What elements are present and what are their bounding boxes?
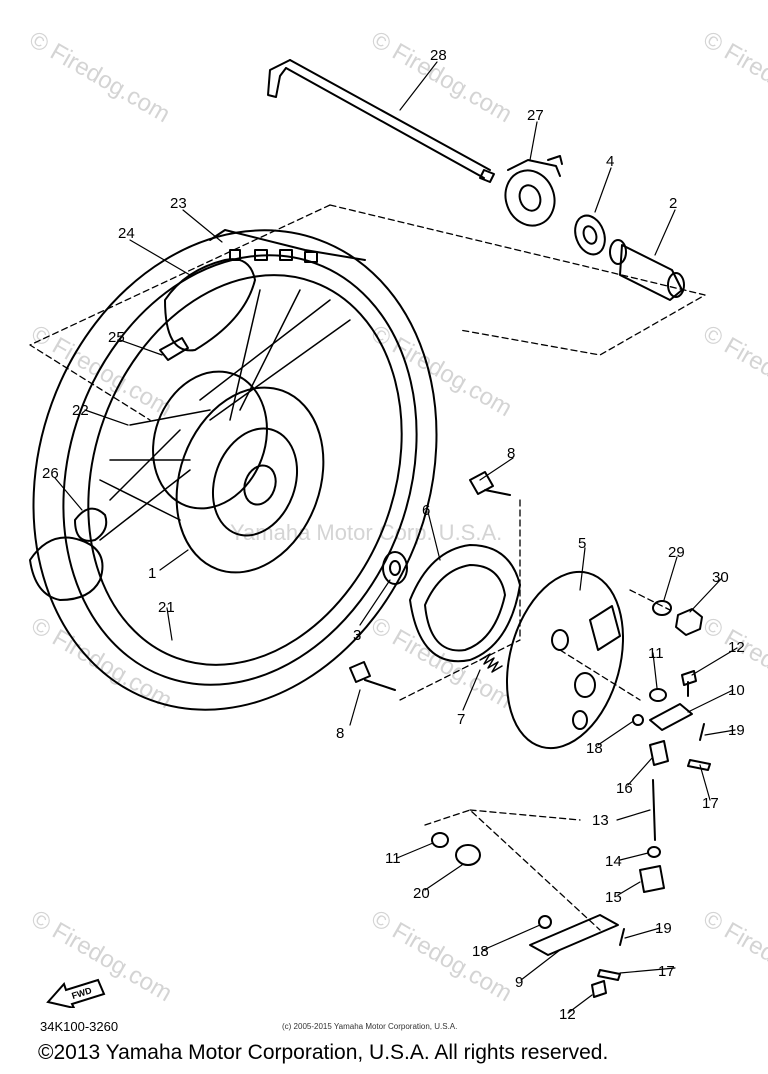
- oring-18-lower: [538, 915, 552, 929]
- callout-26: 26: [42, 465, 59, 482]
- washer-11-lower: [431, 832, 449, 848]
- spring: [479, 653, 503, 673]
- nut-14: [647, 846, 661, 858]
- callout-28: 28: [430, 47, 447, 64]
- washer-29: [652, 600, 672, 616]
- callout-5: 5: [578, 535, 586, 552]
- meter-gear-unit: [504, 155, 563, 227]
- oring-18-upper: [632, 714, 644, 726]
- callout-1: 1: [148, 565, 156, 582]
- callout-7: 7: [457, 711, 465, 728]
- callout-15: 15: [605, 889, 622, 906]
- cam-lever: [649, 703, 693, 731]
- indicator-20: [455, 844, 481, 866]
- watermark-center: Yamaha Motor Corp. U.S.A.: [230, 520, 503, 545]
- callout-22: 22: [72, 402, 89, 419]
- callout-30: 30: [712, 569, 729, 586]
- callout-12-lower: 12: [559, 1006, 576, 1023]
- callout-16: 16: [616, 780, 633, 797]
- callout-14: 14: [605, 853, 622, 870]
- callout-27: 27: [527, 107, 544, 124]
- callout-8-upper: 8: [507, 445, 515, 462]
- callout-29: 29: [668, 544, 685, 561]
- front-axle: [267, 59, 495, 183]
- callout-8-lower: 8: [336, 725, 344, 742]
- forward-arrow-icon: FWD: [46, 978, 106, 1008]
- callout-17-lower: 17: [658, 963, 675, 980]
- pin-19-lower: [619, 928, 625, 946]
- pin-19-upper: [699, 723, 705, 741]
- callout-10: 10: [728, 682, 745, 699]
- callout-19-lower: 19: [655, 920, 672, 937]
- rod-13: [652, 779, 656, 841]
- footer-copyright: ©2013 Yamaha Motor Corporation, U.S.A. A…: [38, 1041, 609, 1064]
- washer-11-upper: [649, 688, 667, 702]
- callout-21: 21: [158, 599, 175, 616]
- callout-9: 9: [515, 974, 523, 991]
- bolt-17-lower: [597, 969, 621, 981]
- callout-6: 6: [422, 502, 430, 519]
- callout-20: 20: [413, 885, 430, 902]
- callout-24: 24: [118, 225, 135, 242]
- valve-stem: [159, 337, 189, 361]
- bolt-17-upper: [687, 759, 711, 771]
- diagram-part-code: 34K100-3260: [40, 1019, 119, 1034]
- callout-11-upper: 11: [648, 645, 664, 662]
- spokes: [99, 289, 351, 541]
- bolt-12-upper: [681, 670, 697, 697]
- small-copyright: (c) 2005-2015 Yamaha Motor Corporation, …: [282, 1022, 458, 1031]
- callout-12-upper: 12: [728, 639, 745, 656]
- wheel-hub: [152, 370, 325, 574]
- bolt-12-lower: [591, 980, 607, 998]
- joint-15: [639, 865, 665, 893]
- brake-shoes: [409, 544, 521, 663]
- inner-tube: [164, 258, 256, 352]
- callout-11-lower: 11: [385, 850, 401, 867]
- callout-25: 25: [108, 329, 125, 346]
- rim-band: [74, 507, 108, 542]
- nut-30: [675, 608, 703, 636]
- callout-labels: 28 27 4 2 23 24 25 22 26 1 21 3 6 8 8 5 …: [42, 47, 745, 1023]
- brake-shoe-plate: [505, 570, 625, 750]
- bolt-8-lower: [349, 661, 396, 691]
- collar-2: [609, 239, 685, 301]
- callout-18-lower: 18: [472, 943, 489, 960]
- bearing-3: [382, 551, 408, 585]
- callout-18-upper: 18: [586, 740, 603, 757]
- callout-23: 23: [170, 195, 187, 212]
- bolt-8-upper: [469, 471, 511, 496]
- tire: [29, 229, 438, 711]
- callout-4: 4: [606, 153, 614, 170]
- callout-2: 2: [669, 195, 677, 212]
- leader-lines: [54, 61, 738, 1014]
- callout-19-upper: 19: [728, 722, 745, 739]
- callout-3: 3: [353, 627, 361, 644]
- cam-shaft-lever: [529, 914, 619, 956]
- joint-16: [649, 740, 669, 766]
- bearing-4: [574, 214, 606, 256]
- callout-13: 13: [592, 812, 609, 829]
- callout-17-upper: 17: [702, 795, 719, 812]
